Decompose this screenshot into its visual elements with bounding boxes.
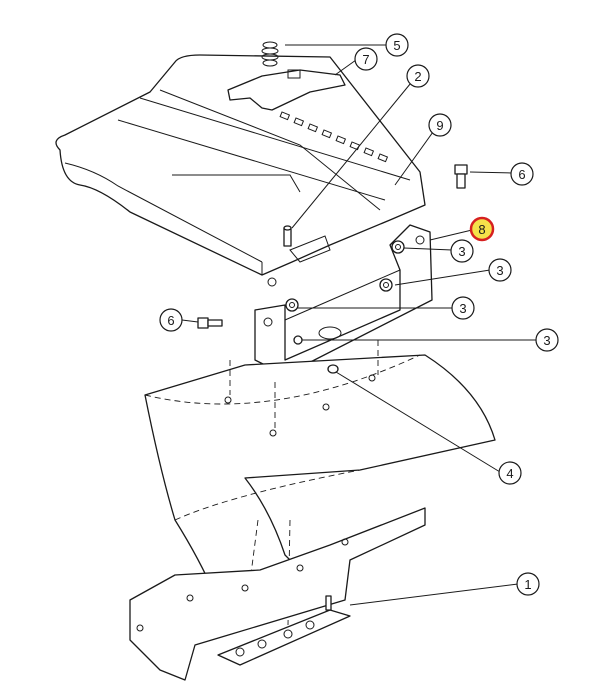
svg-text:8: 8 <box>478 222 485 237</box>
svg-text:4: 4 <box>506 466 513 481</box>
svg-text:3: 3 <box>458 244 465 259</box>
svg-text:3: 3 <box>543 333 550 348</box>
svg-text:2: 2 <box>414 69 421 84</box>
leader-lines <box>181 44 536 606</box>
nuts <box>285 240 405 345</box>
callout-3-a: 3 <box>450 239 474 263</box>
bolt-left <box>197 317 223 329</box>
svg-text:5: 5 <box>393 38 400 53</box>
callout-8-highlighted: 8 <box>469 216 495 242</box>
svg-text:1: 1 <box>524 577 531 592</box>
callout-7: 7 <box>354 47 378 71</box>
callout-3-b: 3 <box>488 258 512 282</box>
callout-9: 9 <box>428 113 452 137</box>
top-plate <box>55 54 426 287</box>
svg-text:3: 3 <box>459 301 466 316</box>
svg-text:6: 6 <box>167 313 174 328</box>
callout-4: 4 <box>498 461 522 485</box>
svg-text:6: 6 <box>518 167 525 182</box>
callout-6-upper: 6 <box>510 162 534 186</box>
latch-plate <box>227 69 346 111</box>
callout-1: 1 <box>516 572 540 596</box>
svg-text:9: 9 <box>436 118 443 133</box>
slot-row <box>279 111 389 163</box>
callout-3-c: 3 <box>451 296 475 320</box>
svg-text:3: 3 <box>496 263 503 278</box>
lower-rail <box>129 507 426 681</box>
callout-6-left: 6 <box>159 308 183 332</box>
bolt-upper-right <box>454 164 468 189</box>
callout-3-d: 3 <box>535 328 559 352</box>
spring <box>261 41 279 67</box>
callout-2: 2 <box>406 64 430 88</box>
callout-5: 5 <box>385 33 409 57</box>
svg-text:7: 7 <box>362 52 369 67</box>
